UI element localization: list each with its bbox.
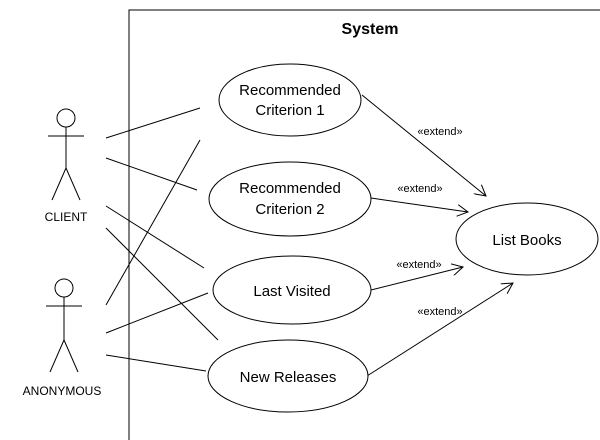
list-books-ellipse xyxy=(455,202,599,276)
recommended-criterion-1-line1: Recommended xyxy=(239,82,341,99)
extend-relations: «extend» «extend» «extend» «extend» xyxy=(361,94,513,377)
use-case-last-visited[interactable]: Last Visited xyxy=(212,255,372,325)
system-boundary-frame xyxy=(128,9,600,440)
actor-anonymous[interactable]: ANONYMOUS xyxy=(23,278,102,398)
anonymous-head xyxy=(54,278,74,298)
recommended-criterion-1-line2: Criterion 1 xyxy=(255,102,324,119)
use-case-recommended-criterion-1[interactable]: Recommended Criterion 1 xyxy=(218,63,362,137)
extend-arrow-new-releases xyxy=(366,283,513,377)
list-books-label: List Books xyxy=(492,232,561,249)
system-boundary: System xyxy=(128,9,600,440)
assoc-anonymous-last-visited xyxy=(105,292,209,334)
client-head xyxy=(56,108,76,128)
assoc-client-recommended-1 xyxy=(105,107,201,139)
actor-client[interactable]: CLIENT xyxy=(45,108,88,224)
recommended-criterion-2-line2: Criterion 2 xyxy=(255,201,324,218)
use-case-new-releases[interactable]: New Releases xyxy=(207,339,369,413)
anonymous-associations xyxy=(105,139,209,372)
anonymous-left-leg xyxy=(49,339,65,373)
recommended-criterion-2-ellipse xyxy=(208,161,372,237)
new-releases-ellipse xyxy=(207,339,369,413)
extend-arrow-recommended-2 xyxy=(370,197,468,212)
anonymous-right-leg xyxy=(63,339,79,373)
anonymous-label: ANONYMOUS xyxy=(23,384,102,398)
extend-arrow-last-visited xyxy=(370,267,463,291)
extend-arrow-recommended-1 xyxy=(361,94,486,196)
client-label: CLIENT xyxy=(45,210,88,224)
client-right-leg xyxy=(65,167,81,201)
assoc-anonymous-new-releases xyxy=(105,354,207,372)
new-releases-label: New Releases xyxy=(240,369,337,386)
use-case-list-books[interactable]: List Books xyxy=(455,202,599,276)
assoc-client-new-releases xyxy=(105,227,219,341)
extend-label-recommended-1: «extend» xyxy=(417,126,462,138)
extend-label-last-visited: «extend» xyxy=(396,259,441,271)
recommended-criterion-1-ellipse xyxy=(218,63,362,137)
last-visited-ellipse xyxy=(212,255,372,325)
client-left-leg xyxy=(51,167,67,201)
use-case-recommended-criterion-2[interactable]: Recommended Criterion 2 xyxy=(208,161,372,237)
assoc-client-recommended-2 xyxy=(105,157,198,191)
recommended-criterion-2-line1: Recommended xyxy=(239,180,341,197)
assoc-anonymous-recommended-1 xyxy=(105,139,201,306)
system-title: System xyxy=(342,21,399,38)
extend-label-new-releases: «extend» xyxy=(417,306,462,318)
last-visited-label: Last Visited xyxy=(253,283,330,300)
extend-label-recommended-2: «extend» xyxy=(397,183,442,195)
client-associations xyxy=(105,107,219,341)
assoc-client-last-visited xyxy=(105,205,205,269)
